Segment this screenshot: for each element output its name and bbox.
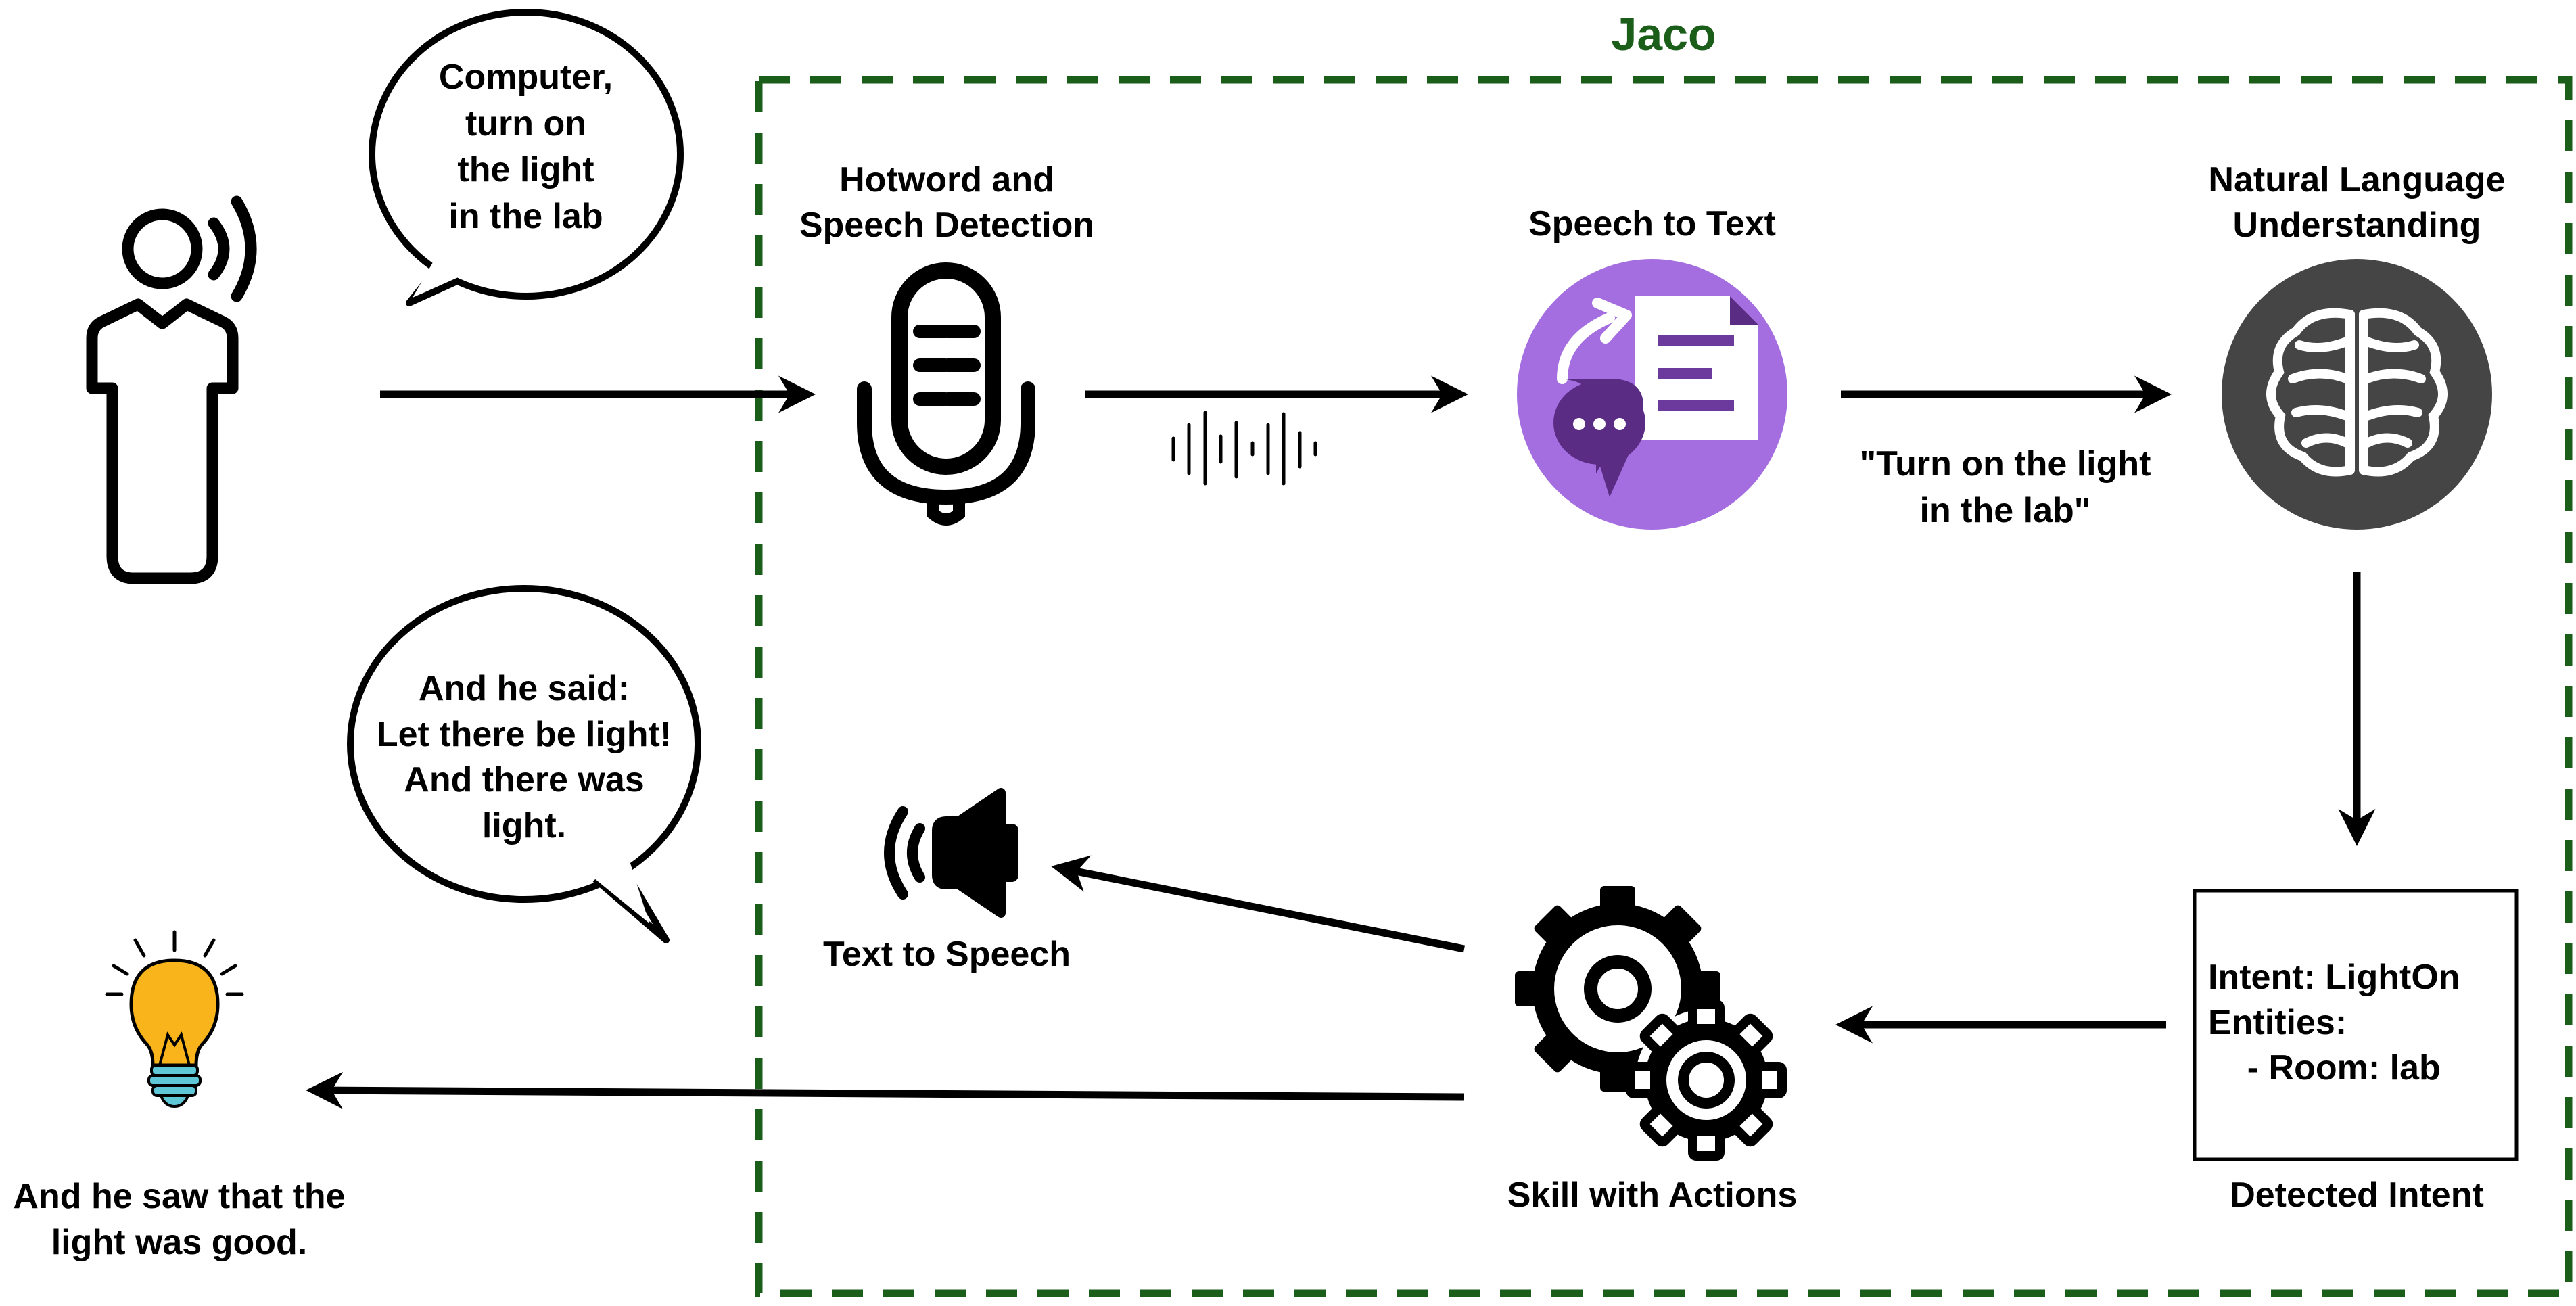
speech-to-text-icon [1517, 259, 1787, 530]
intent-entity-room: - Room: lab [2208, 1048, 2441, 1088]
intent-entities-heading: Entities: [2208, 1003, 2347, 1042]
gears-icon [1515, 886, 1787, 1161]
system-name: Jaco [1611, 9, 1716, 60]
soundwave-icon [1171, 411, 1317, 486]
stt-label: Speech to Text [1528, 204, 1776, 243]
system-speech-text: And he said: Let there be light! And the… [376, 669, 672, 845]
microphone-icon [857, 262, 1035, 526]
transcript-text: "Turn on the light in the lab" [1859, 444, 2151, 530]
intent-label: Detected Intent [2230, 1175, 2484, 1215]
person-speaking-icon [86, 195, 257, 584]
skill-label: Skill with Actions [1507, 1175, 1798, 1215]
arrow-skill-to-light [306, 1071, 1465, 1109]
system-speech-bubble [347, 585, 701, 903]
user-speech-bubble-body [369, 9, 684, 300]
intent-name: Intent: LightOn [2208, 958, 2460, 997]
speaker-icon [884, 788, 1018, 918]
lightbulb-icon [105, 930, 244, 1109]
brain-icon [2222, 259, 2492, 530]
arrow-skill-to-tts [1051, 855, 1466, 953]
nlu-label: Natural Language Understanding [2208, 160, 2506, 245]
user-speech-text: Computer, turn on the light in the lab [438, 57, 613, 236]
jaco-system-boundary [755, 76, 2573, 1297]
outcome-text: And he saw that the light was good. [13, 1177, 346, 1262]
detected-intent-box [2193, 889, 2519, 1161]
tts-label: Text to Speech [822, 935, 1071, 974]
hotword-label: Hotword and Speech Detection [799, 160, 1095, 245]
